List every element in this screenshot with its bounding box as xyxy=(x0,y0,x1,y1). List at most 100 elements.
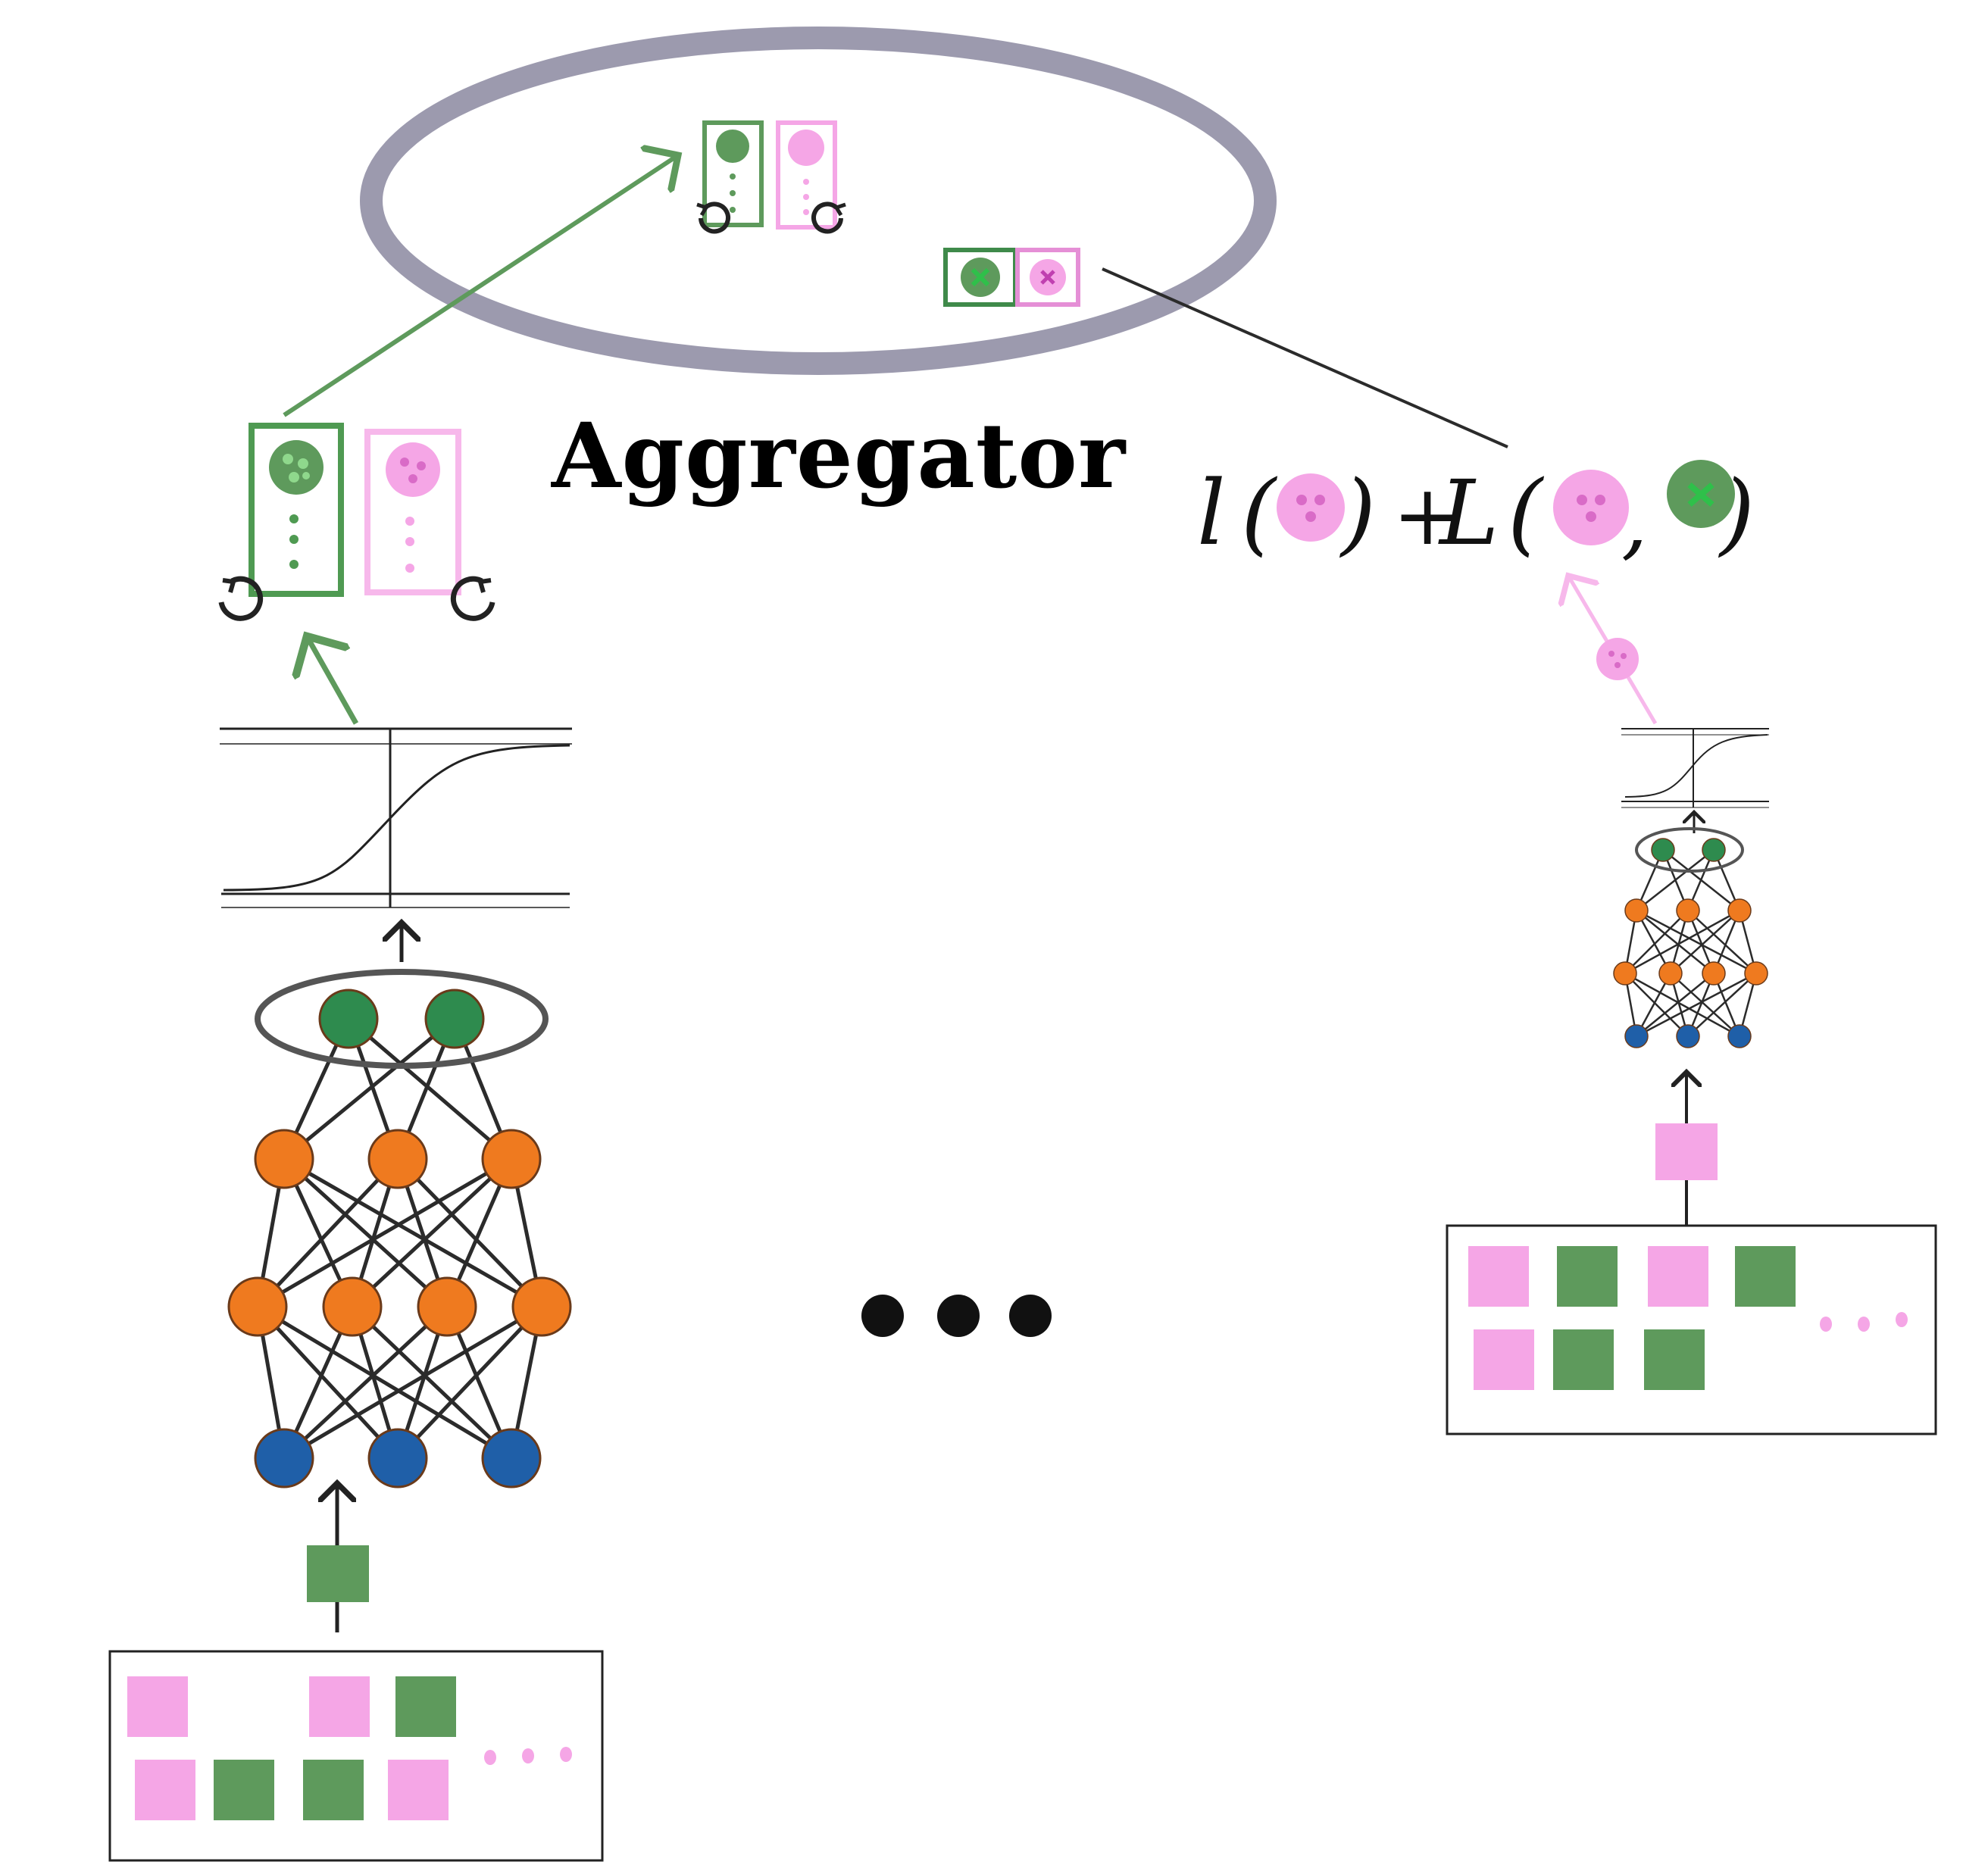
hidden-node xyxy=(1613,961,1637,986)
network-edge xyxy=(347,1017,513,1160)
left-ellipsis xyxy=(484,1747,572,1765)
aggregated-model xyxy=(696,120,846,234)
network-edge xyxy=(256,1305,399,1460)
right-neural-network xyxy=(1613,827,1768,1048)
data-sample-pink xyxy=(388,1760,449,1820)
hidden-node xyxy=(511,1276,572,1337)
output-layer-ring xyxy=(1635,827,1744,873)
aggregated-green-box xyxy=(702,120,764,227)
hidden-node xyxy=(322,1276,383,1337)
hidden-node xyxy=(1744,961,1768,986)
left-input-sample xyxy=(307,1545,369,1602)
data-sample-pink xyxy=(1474,1329,1534,1390)
left-local-model xyxy=(218,423,495,621)
data-sample-green xyxy=(1557,1246,1618,1307)
data-sample-pink xyxy=(135,1760,195,1820)
network-edge xyxy=(1624,972,1740,1038)
hidden-node xyxy=(1676,898,1700,923)
aggregator-ring xyxy=(360,27,1277,375)
output-node xyxy=(318,989,379,1049)
left-dataset xyxy=(127,1676,456,1820)
network-edge xyxy=(1636,849,1714,911)
input-node xyxy=(1676,1024,1700,1048)
broadcast-pair xyxy=(943,248,1080,307)
formula-big-loss: L xyxy=(1438,461,1499,565)
svg-text:): ) xyxy=(1339,461,1376,565)
network-edge xyxy=(351,1157,513,1308)
data-sample-green xyxy=(1644,1329,1705,1390)
data-sample-green xyxy=(395,1676,456,1737)
svg-text:(: ( xyxy=(1508,461,1545,565)
network-edge xyxy=(1624,973,1689,1037)
rotate-left-icon xyxy=(699,201,730,234)
network-edge xyxy=(1636,910,1714,974)
right-prediction xyxy=(1596,638,1639,680)
network-edge xyxy=(283,1017,456,1160)
network-edge xyxy=(396,1157,543,1308)
right-dataset-box xyxy=(1446,1224,1937,1435)
left-output-arrow xyxy=(307,636,359,725)
aggregated-green-circle xyxy=(716,130,749,163)
rotate-right-icon-2 xyxy=(450,576,495,621)
network-edge xyxy=(1624,909,1740,975)
left-dataset-box xyxy=(108,1650,604,1862)
hidden-node xyxy=(1727,898,1752,923)
hidden-node xyxy=(367,1129,428,1189)
upload-arrow xyxy=(283,155,678,417)
data-sample-green xyxy=(303,1760,364,1820)
network-edge xyxy=(283,1304,543,1460)
formula-plus: + xyxy=(1393,467,1462,564)
input-node xyxy=(254,1428,314,1488)
output-node xyxy=(1651,838,1675,862)
input-node xyxy=(1727,1024,1752,1048)
network-edge xyxy=(283,1157,543,1309)
right-sigmoid xyxy=(1621,728,1769,808)
network-edge xyxy=(1670,973,1740,1037)
aggregated-pink-circle xyxy=(788,130,824,166)
network-edge xyxy=(256,1304,513,1460)
network-edge xyxy=(1636,909,1757,975)
output-node xyxy=(1702,838,1726,862)
left-neural-network xyxy=(227,969,572,1488)
input-node xyxy=(1624,1024,1649,1048)
hidden-node xyxy=(417,1276,477,1337)
network-edge xyxy=(1687,973,1757,1037)
output-node xyxy=(424,989,485,1049)
clients-ellipsis xyxy=(861,1295,1052,1337)
svg-text:): ) xyxy=(1718,461,1755,565)
data-sample-green xyxy=(1735,1246,1796,1307)
rotate-right-icon xyxy=(811,201,843,234)
right-input-sample xyxy=(1655,1123,1718,1180)
network-edge xyxy=(1670,910,1740,974)
data-sample-pink xyxy=(1648,1246,1708,1307)
hidden-node xyxy=(254,1129,314,1189)
input-node xyxy=(367,1428,428,1488)
input-node xyxy=(481,1428,542,1488)
loss-formula: l ( ) + L ( , ) xyxy=(1197,460,1755,569)
network-edge xyxy=(396,1305,543,1460)
hidden-node xyxy=(1624,898,1649,923)
broadcast-link xyxy=(1102,267,1508,448)
aggregated-pink-box xyxy=(776,120,837,230)
data-sample-green xyxy=(1553,1329,1614,1390)
aggregator-title: Aggregator xyxy=(552,403,1127,508)
network-edge xyxy=(1624,910,1689,974)
data-sample-pink xyxy=(1468,1246,1529,1307)
network-edge xyxy=(1687,910,1757,974)
hidden-node xyxy=(1702,961,1726,986)
network-edge xyxy=(1636,973,1714,1037)
network-edge xyxy=(283,1157,449,1308)
svg-text:,: , xyxy=(1621,472,1648,569)
network-edge xyxy=(351,1305,513,1460)
right-dataset xyxy=(1468,1246,1796,1390)
hidden-node xyxy=(481,1129,542,1189)
network-edge xyxy=(1636,972,1757,1038)
output-layer-ring xyxy=(255,969,549,1069)
data-sample-pink xyxy=(309,1676,370,1737)
network-edge xyxy=(256,1157,399,1308)
right-ellipsis xyxy=(1820,1312,1908,1332)
network-edge xyxy=(283,1305,449,1460)
svg-text:(: ( xyxy=(1241,461,1278,565)
formula-small-loss: l xyxy=(1197,461,1226,565)
